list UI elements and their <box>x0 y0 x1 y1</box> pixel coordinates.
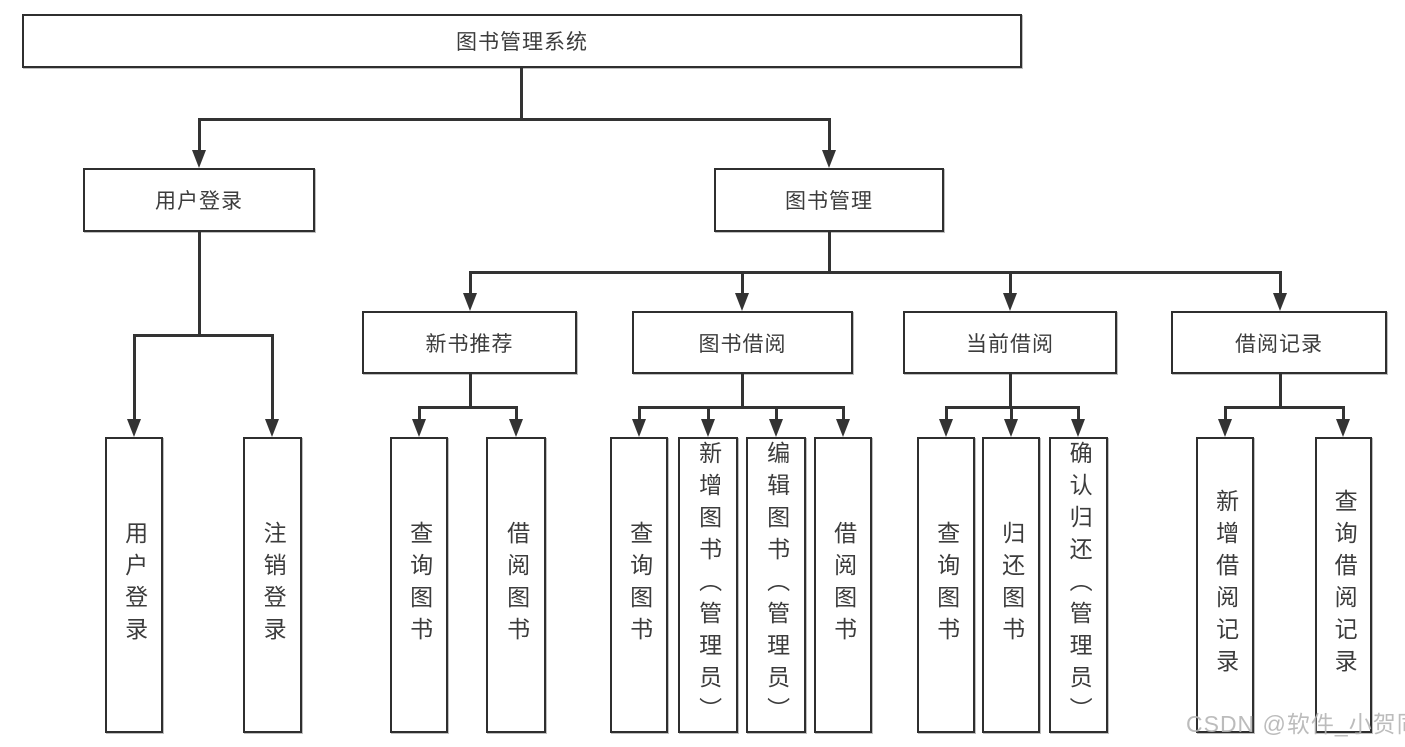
arrowhead-down-icon <box>1273 293 1287 311</box>
leaf-borrow-books-borrowing: 借阅图书 <box>814 437 872 733</box>
leaf-add-borrow-record: 新增借阅记录 <box>1196 437 1254 733</box>
connector-line <box>133 334 136 421</box>
connector-line <box>1077 406 1080 421</box>
arrowhead-down-icon <box>127 419 141 437</box>
leaf-edit-book-admin: 编辑图书（管理员） <box>746 437 806 733</box>
connector-line <box>707 406 710 421</box>
connector-line <box>520 68 523 120</box>
node-label: 借阅图书 <box>503 521 530 649</box>
node-library-management-system: 图书管理系统 <box>22 14 1022 68</box>
connector-line <box>515 406 518 421</box>
connector-line <box>741 374 744 408</box>
arrowhead-down-icon <box>632 419 646 437</box>
node-book-borrowing: 图书借阅 <box>632 311 853 374</box>
leaf-add-book-admin: 新增图书（管理员） <box>678 437 738 733</box>
connector-line <box>1342 406 1345 421</box>
connector-line <box>133 334 273 337</box>
arrowhead-down-icon <box>939 419 953 437</box>
node-user-login: 用户登录 <box>83 168 315 232</box>
leaf-user-login: 用户登录 <box>105 437 163 733</box>
connector-line <box>945 406 948 421</box>
node-label: 查询图书 <box>406 521 433 649</box>
connector-line <box>1010 406 1013 421</box>
connector-line <box>1009 374 1012 408</box>
leaf-query-books-recommend: 查询图书 <box>390 437 448 733</box>
arrowhead-down-icon <box>265 419 279 437</box>
arrowhead-down-icon <box>192 150 206 168</box>
arrowhead-down-icon <box>822 150 836 168</box>
connector-line <box>775 406 778 421</box>
connector-line <box>1279 374 1282 408</box>
arrowhead-down-icon <box>1003 293 1017 311</box>
connector-line <box>638 406 845 409</box>
node-label: 注销登录 <box>260 521 287 649</box>
csdn-watermark: CSDN @软件_小贺同学 <box>1186 711 1405 737</box>
arrowhead-down-icon <box>701 419 715 437</box>
node-label: 借阅图书 <box>830 521 857 649</box>
node-label: 图书管理 <box>785 190 873 213</box>
arrowhead-down-icon <box>1004 419 1018 437</box>
connector-line <box>1279 271 1282 295</box>
connector-line <box>1224 406 1227 421</box>
node-borrowing-records: 借阅记录 <box>1171 311 1387 374</box>
node-label: 用户登录 <box>121 521 148 649</box>
node-label: 编辑图书（管理员） <box>763 441 790 729</box>
node-label: 新增借阅记录 <box>1212 489 1239 681</box>
arrowhead-down-icon <box>769 419 783 437</box>
connector-line <box>828 118 831 152</box>
node-label: 确认归还（管理员） <box>1066 441 1093 729</box>
node-label: 图书管理系统 <box>456 31 588 54</box>
node-label: 查询借阅记录 <box>1331 489 1358 681</box>
node-current-borrowing: 当前借阅 <box>903 311 1117 374</box>
connector-line <box>418 406 421 421</box>
connector-line <box>198 118 830 121</box>
arrowhead-down-icon <box>412 419 426 437</box>
connector-line <box>741 271 744 295</box>
connector-line <box>418 406 518 409</box>
connector-line <box>271 334 274 421</box>
connector-line <box>638 406 641 421</box>
arrowhead-down-icon <box>463 293 477 311</box>
arrowhead-down-icon <box>1071 419 1085 437</box>
connector-line <box>469 271 472 295</box>
node-label: 图书借阅 <box>698 332 787 356</box>
leaf-query-books-borrowing: 查询图书 <box>610 437 668 733</box>
node-label: 用户登录 <box>155 190 243 213</box>
connector-line <box>1224 406 1345 409</box>
leaf-borrow-books-recommend: 借阅图书 <box>486 437 546 733</box>
node-label: 借阅记录 <box>1235 332 1323 356</box>
node-label: 归还图书 <box>998 521 1025 649</box>
leaf-query-books-current: 查询图书 <box>917 437 975 733</box>
leaf-logout: 注销登录 <box>243 437 302 733</box>
arrowhead-down-icon <box>509 419 523 437</box>
arrowhead-down-icon <box>836 419 850 437</box>
node-label: 新书推荐 <box>425 332 514 356</box>
node-book-management: 图书管理 <box>714 168 944 232</box>
leaf-confirm-return-admin: 确认归还（管理员） <box>1049 437 1108 733</box>
connector-line <box>842 406 845 421</box>
connector-line <box>828 232 831 274</box>
arrowhead-down-icon <box>1336 419 1350 437</box>
node-new-book-recommendation: 新书推荐 <box>362 311 577 374</box>
arrowhead-down-icon <box>735 293 749 311</box>
node-label: 新增图书（管理员） <box>695 441 722 729</box>
leaf-query-borrow-record: 查询借阅记录 <box>1315 437 1372 733</box>
node-label: 查询图书 <box>933 521 960 649</box>
node-label: 当前借阅 <box>966 332 1054 356</box>
leaf-return-books: 归还图书 <box>982 437 1040 733</box>
connector-line <box>198 118 201 152</box>
connector-line <box>198 232 201 336</box>
node-label: 查询图书 <box>626 521 653 649</box>
connector-line <box>469 374 472 408</box>
arrowhead-down-icon <box>1218 419 1232 437</box>
connector-line <box>469 271 1281 274</box>
connector-line <box>1009 271 1012 295</box>
